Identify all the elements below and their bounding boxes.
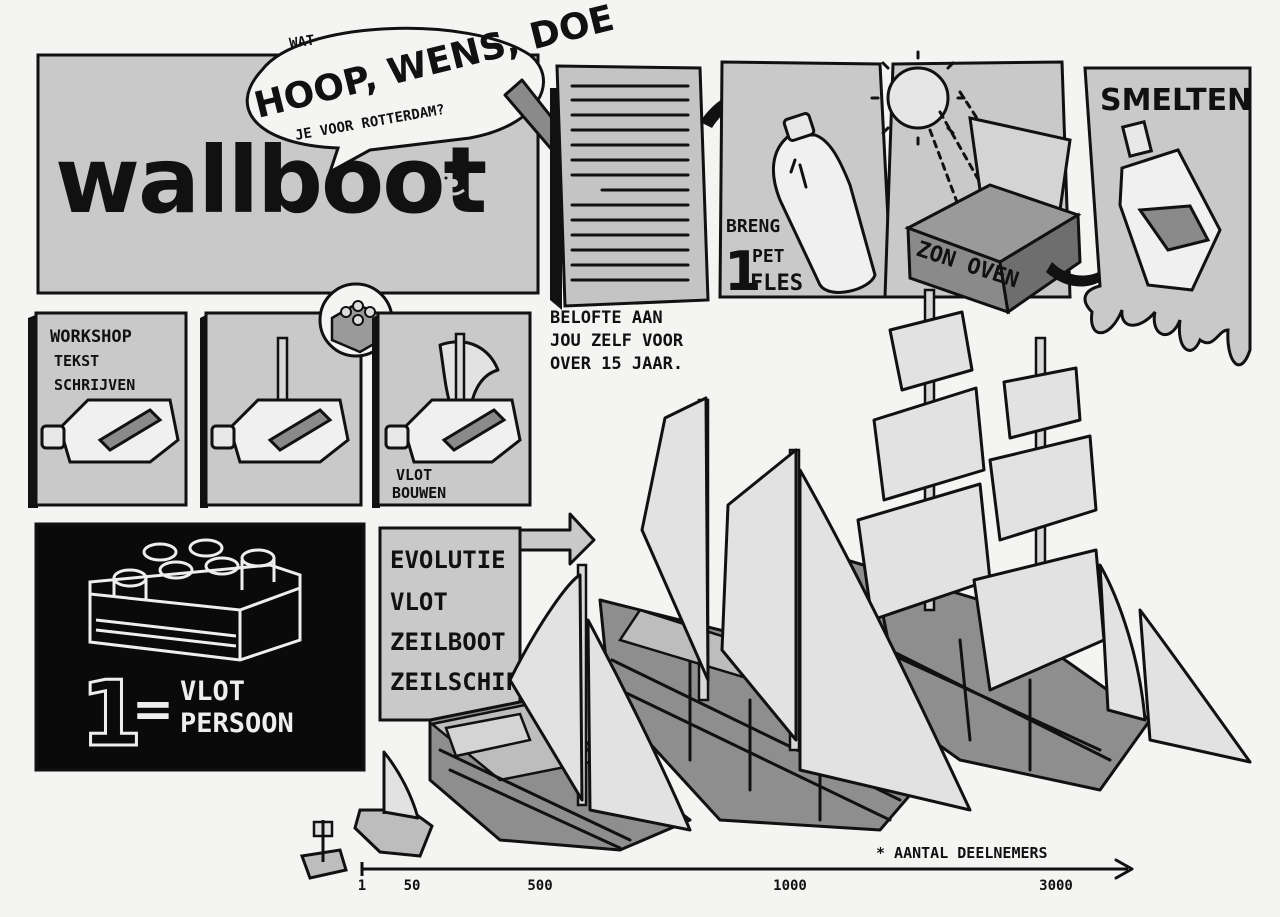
- bring-pet: PET: [752, 246, 785, 267]
- lego-brick-icon: [330, 300, 386, 354]
- evolution-line-3: ZEILBOOT: [390, 628, 506, 656]
- dinghy-illustration: [353, 750, 434, 858]
- equation-equals: =: [132, 680, 174, 738]
- participants-axis: * AANTAL DEELNEMERS 1 50 500 1000 3000: [358, 844, 1134, 894]
- evolution-line-1: EVOLUTIE: [390, 546, 506, 574]
- axis-tick-label: 3000: [1039, 878, 1073, 894]
- promise-line-1: BELOFTE AAN: [550, 308, 663, 328]
- lego-brick-icon: [88, 538, 302, 662]
- arrow-icon: [1046, 252, 1130, 287]
- raft-panel: VLOT BOUWEN: [372, 311, 532, 508]
- paper-panel: BELOFTE AAN JOU ZELF VOOR OVER 15 JAAR.: [550, 64, 710, 374]
- evolution-line-4: ZEILSCHIP: [390, 668, 520, 696]
- equation-number: 1: [80, 662, 143, 767]
- workshop-line-1: WORKSHOP: [50, 327, 132, 347]
- equation-panel: 1 = VLOT PERSOON: [34, 522, 366, 772]
- workshop-line-3: SCHRIJVEN: [54, 376, 135, 394]
- mini-raft-illustration: [299, 820, 348, 880]
- sailboat-illustration: [598, 396, 972, 832]
- melt-label: SMELTEN: [1100, 83, 1252, 118]
- raft-line-2: BOUWEN: [392, 484, 446, 502]
- workshop-line-2: TEKST: [54, 352, 99, 370]
- evolution-line-2: VLOT: [390, 588, 448, 616]
- promise-line-3: OVER 15 JAAR.: [550, 354, 683, 374]
- evolution-sign: EVOLUTIE VLOT ZEILBOOT ZEILSCHIP: [378, 512, 596, 722]
- tall-ship-illustration: [778, 288, 1252, 792]
- equation-line-2: PERSOON: [180, 708, 294, 739]
- sun-icon: [870, 50, 966, 146]
- axis-tick-label: 1000: [773, 878, 807, 894]
- axis-tick-label: 50: [404, 878, 421, 894]
- promise-line-2: JOU ZELF VOOR: [550, 331, 684, 351]
- bring-fles: FLES: [750, 271, 803, 296]
- raft-line-1: VLOT: [396, 466, 432, 484]
- equation-line-1: VLOT: [180, 676, 245, 707]
- bubble-wat: WAT: [288, 33, 315, 52]
- axis-ticks: 1 50 500 1000 3000: [358, 878, 1073, 894]
- workshop-panel: WORKSHOP TEKST SCHRIJVEN: [28, 311, 188, 508]
- bottle-panel: BRENG 1 PET FLES: [718, 60, 894, 303]
- melt-panel: SMELTEN: [1083, 66, 1252, 367]
- bring-label: BRENG: [726, 216, 780, 237]
- axis-tick-label: 1: [358, 878, 366, 894]
- axis-title: * AANTAL DEELNEMERS: [876, 844, 1048, 862]
- smiley-icon: [443, 176, 465, 196]
- sloop-illustration: [428, 563, 692, 852]
- solar-oven-panel: ZON OVEN: [870, 50, 1082, 315]
- pet-bottle-icon: [771, 112, 877, 294]
- bring-number: 1: [724, 240, 762, 303]
- axis-tick-label: 500: [527, 878, 552, 894]
